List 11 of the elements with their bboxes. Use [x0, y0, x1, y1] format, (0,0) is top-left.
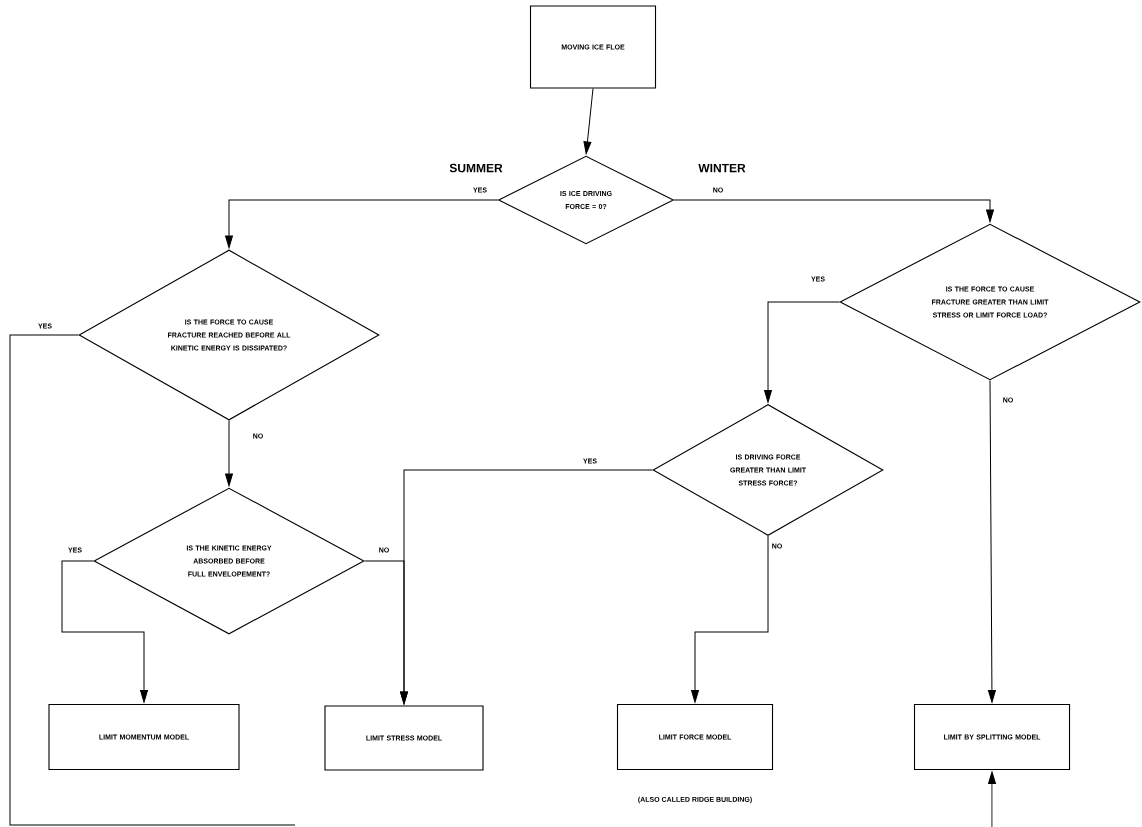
season-label: WINTER	[698, 163, 746, 173]
arrow	[988, 771, 996, 827]
arrow	[61, 560, 148, 703]
arrow	[225, 199, 499, 249]
arrow	[987, 380, 996, 703]
arrow	[691, 535, 769, 703]
arrow	[400, 469, 653, 705]
arrow	[673, 199, 994, 223]
arrow	[583, 88, 594, 155]
arrow	[764, 301, 840, 403]
arrow	[225, 420, 233, 487]
